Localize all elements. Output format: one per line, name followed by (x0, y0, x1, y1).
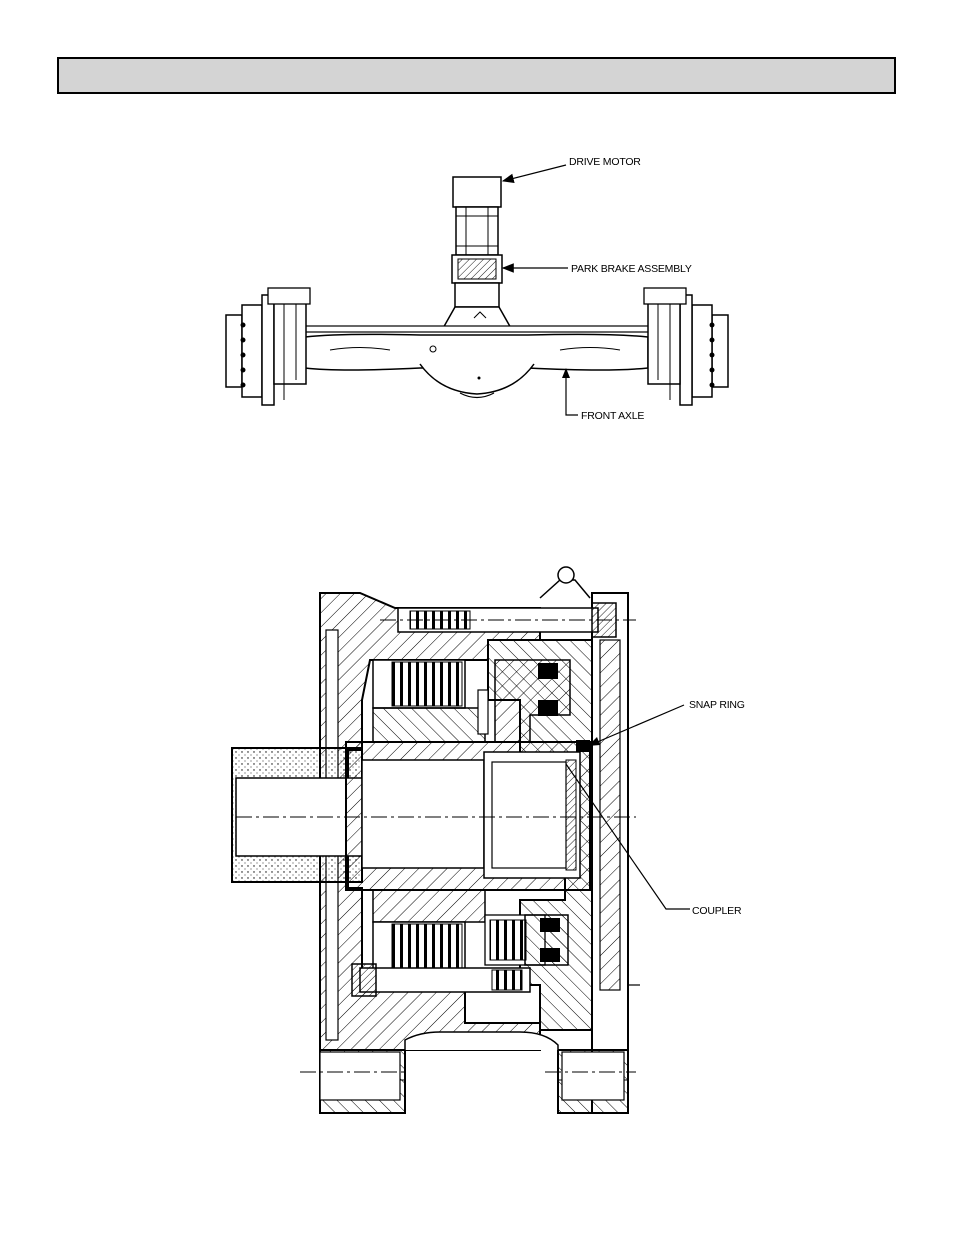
centerlines (236, 619, 640, 1073)
snap-ring-leader (587, 704, 685, 747)
snap-ring (576, 740, 590, 752)
front-axle-label: FRONT AXLE (581, 410, 644, 422)
bottom-bolt (351, 963, 531, 997)
coupler-label: COUPLER (692, 905, 742, 917)
snap-ring-leader-arrowhead (588, 737, 600, 746)
top-bolt (397, 566, 617, 638)
section-header-bar (57, 57, 896, 94)
axle-housing (299, 325, 651, 399)
brake-housing-section (319, 592, 629, 1114)
input-shaft (231, 747, 363, 883)
left-wheel-hub (225, 287, 311, 406)
right-wheel-hub (643, 287, 729, 406)
snap-ring-label: SNAP RING (689, 699, 745, 711)
drive-motor-leader (501, 164, 567, 183)
drive-motor-label: DRIVE MOTOR (569, 156, 641, 168)
upper-seal-piston (477, 659, 571, 743)
upper-spring-pack (372, 659, 486, 743)
park-brake-assembly (440, 254, 514, 331)
front-axle-leader-arrowhead (562, 368, 570, 378)
drive-motor (452, 176, 502, 256)
front-axle-leader (565, 371, 578, 416)
park-brake-assembly-label: PARK BRAKE ASSEMBLY (571, 263, 692, 275)
lower-spring-pack (372, 889, 569, 973)
coupler-leader (565, 763, 690, 910)
coupler (483, 751, 581, 879)
